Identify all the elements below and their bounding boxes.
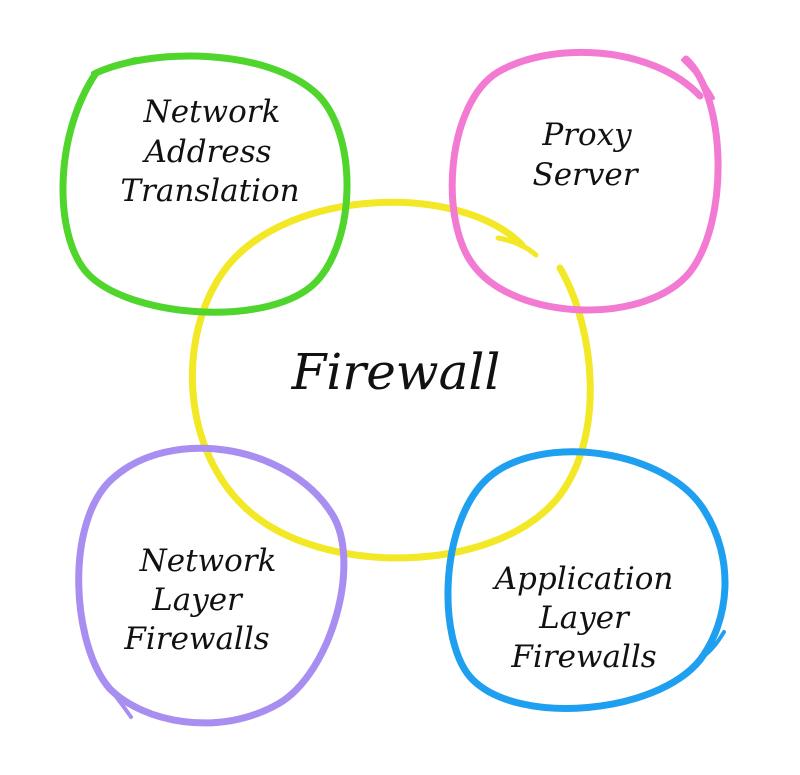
- network-layer-label-line-1: Network: [139, 543, 277, 579]
- application-layer-ring-tail: [702, 630, 726, 658]
- nat-ring: [59, 52, 351, 316]
- proxy-ring-tail: [681, 58, 715, 100]
- firewall-label: Firewall: [291, 343, 501, 401]
- application-layer-ring: [444, 448, 729, 712]
- proxy-label-line-1: Proxy: [541, 117, 632, 153]
- application-layer-label-line-1: Application: [492, 561, 674, 597]
- firewall-ring-tail: [495, 235, 539, 258]
- nat-label-line-2: Address: [141, 134, 271, 170]
- firewall-ring-stroke: [188, 198, 594, 562]
- proxy-label: Proxy Server: [532, 117, 639, 193]
- nat-label: Network Address Translation: [120, 94, 299, 209]
- application-layer-label-line-3: Firewalls: [510, 639, 656, 675]
- application-layer-label-line-2: Layer: [538, 600, 631, 636]
- proxy-ring: [448, 48, 722, 314]
- network-layer-label-line-2: Layer: [151, 582, 244, 618]
- network-layer-ring-stroke: [75, 444, 348, 727]
- nat-label-line-1: Network: [143, 94, 281, 130]
- firewall-ring: [188, 198, 594, 562]
- network-layer-ring-tail: [112, 692, 133, 719]
- application-layer-ring-stroke: [444, 448, 729, 712]
- nat-ring-stroke: [59, 52, 351, 316]
- application-layer-label: Application Layer Firewalls: [492, 561, 674, 675]
- network-layer-ring: [75, 444, 348, 727]
- network-layer-label: Network Layer Firewalls: [123, 543, 276, 657]
- proxy-label-line-2: Server: [532, 157, 639, 193]
- network-layer-label-line-3: Firewalls: [123, 621, 269, 657]
- proxy-ring-stroke: [448, 48, 722, 314]
- nat-label-line-3: Translation: [120, 173, 299, 209]
- nat-ring-tail: [91, 57, 137, 75]
